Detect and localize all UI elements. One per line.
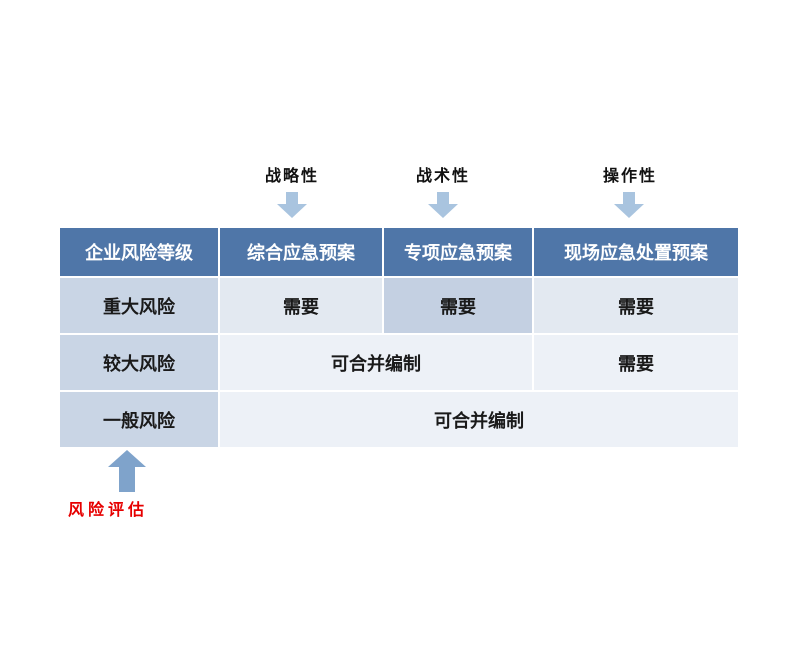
arrow-stem bbox=[437, 192, 449, 204]
down-arrow-icon bbox=[428, 192, 458, 218]
table-cell-highlight: 需要 bbox=[384, 278, 532, 333]
risk-plan-table: 企业风险等级 综合应急预案 专项应急预案 现场应急处置预案 重大风险 需要 需要… bbox=[58, 226, 740, 449]
arrow-stem bbox=[119, 467, 135, 492]
table-cell: 需要 bbox=[534, 335, 738, 390]
table-cell: 需要 bbox=[220, 278, 382, 333]
risk-assessment-label: 风险评估 bbox=[68, 500, 149, 519]
arrow-head bbox=[614, 204, 644, 218]
table-cell-merged: 可合并编制 bbox=[220, 392, 738, 447]
risk-level-cell: 一般风险 bbox=[60, 392, 218, 447]
table-row: 重大风险 需要 需要 需要 bbox=[60, 278, 738, 333]
table-row: 较大风险 可合并编制 需要 bbox=[60, 335, 738, 390]
table-row: 一般风险 可合并编制 bbox=[60, 392, 738, 447]
arrow-head bbox=[277, 204, 307, 218]
tactical-label: 战术性 bbox=[415, 166, 470, 185]
table-header-row: 企业风险等级 综合应急预案 专项应急预案 现场应急处置预案 bbox=[60, 228, 738, 276]
operational-label: 操作性 bbox=[602, 166, 657, 185]
arrow-stem bbox=[286, 192, 298, 204]
up-arrow-icon bbox=[108, 450, 146, 492]
header-comprehensive-plan: 综合应急预案 bbox=[220, 228, 382, 276]
header-onsite-plan: 现场应急处置预案 bbox=[534, 228, 738, 276]
arrow-head bbox=[428, 204, 458, 218]
header-risk-level: 企业风险等级 bbox=[60, 228, 218, 276]
strategic-label: 战略性 bbox=[264, 166, 319, 185]
table-cell-merged: 可合并编制 bbox=[220, 335, 532, 390]
table-cell: 需要 bbox=[534, 278, 738, 333]
down-arrow-icon bbox=[277, 192, 307, 218]
risk-level-cell: 重大风险 bbox=[60, 278, 218, 333]
risk-level-cell: 较大风险 bbox=[60, 335, 218, 390]
arrow-head bbox=[108, 450, 146, 467]
arrow-stem bbox=[623, 192, 635, 204]
header-special-plan: 专项应急预案 bbox=[384, 228, 532, 276]
down-arrow-icon bbox=[614, 192, 644, 218]
